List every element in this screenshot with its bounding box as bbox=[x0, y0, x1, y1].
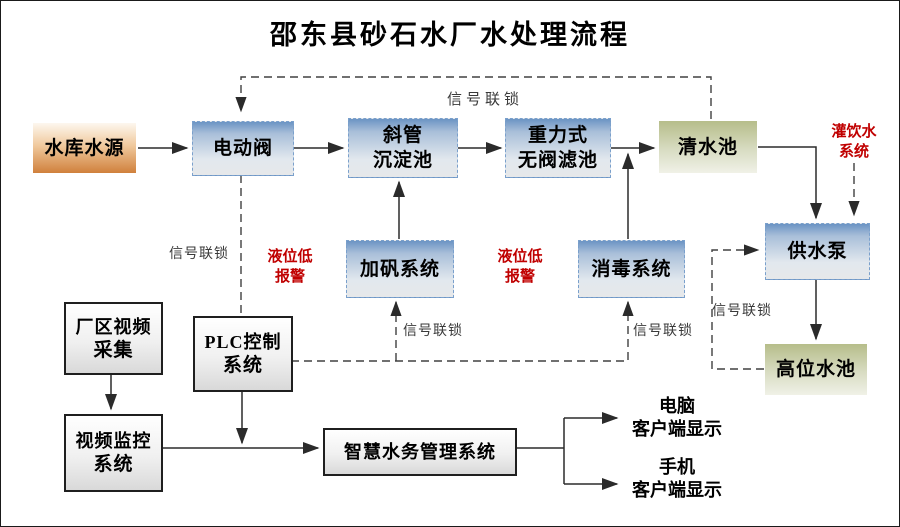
label-signal-interlock-pump: 信号联锁 bbox=[712, 304, 772, 319]
label-mobile-client-line2: 客户端显示 bbox=[632, 480, 722, 500]
node-alum-dosing-system: 加矾系统 bbox=[346, 240, 454, 298]
label-low-level-alarm-alum: 液位低 报警 bbox=[259, 247, 321, 287]
label-irrigation-line2: 系统 bbox=[838, 144, 869, 160]
label-pc-client-line2: 客户端显示 bbox=[632, 419, 722, 439]
label-irrigation-line1: 灌饮水 bbox=[831, 124, 877, 140]
node-video-monitoring-system: 视频监控 系统 bbox=[64, 414, 163, 492]
solid-flow-arrows bbox=[105, 142, 822, 490]
node-reservoir: 水库水源 bbox=[33, 123, 136, 173]
node-plant-video-capture-line1: 厂区视频 bbox=[75, 316, 152, 337]
node-plc-line2: 系统 bbox=[222, 355, 263, 376]
label-low-level-alarm-disinfect-line2: 报警 bbox=[504, 269, 535, 285]
node-reservoir-label: 水库水源 bbox=[44, 137, 125, 159]
label-signal-interlock-alum: 信号联锁 bbox=[403, 324, 463, 339]
label-mobile-client-display: 手机 客户端显示 bbox=[607, 456, 747, 502]
label-signal-interlock-disinfect: 信号联锁 bbox=[633, 324, 693, 339]
node-supply-pump: 供水泵 bbox=[765, 223, 870, 280]
label-signal-interlock-valve-plc: 信号联锁 bbox=[169, 247, 229, 262]
node-elevated-water-tank-label: 高位水池 bbox=[775, 359, 856, 380]
node-smart-water-management-system: 智慧水务管理系统 bbox=[323, 428, 517, 476]
label-irrigation-drinking-water-system: 灌饮水 系统 bbox=[818, 122, 890, 162]
node-disinfection-system: 消毒系统 bbox=[578, 240, 685, 298]
label-pc-client-display: 电脑 客户端显示 bbox=[607, 395, 747, 441]
node-sedimentation-line2: 沉淀池 bbox=[372, 150, 433, 171]
node-video-monitoring-line1: 视频监控 bbox=[75, 431, 152, 451]
label-pc-client-line1: 电脑 bbox=[659, 396, 695, 416]
node-video-monitoring-line2: 系统 bbox=[93, 454, 134, 475]
label-low-level-alarm-disinfect: 液位低 报警 bbox=[489, 247, 551, 287]
node-gravity-filter-line2: 无阀滤池 bbox=[517, 150, 598, 171]
node-plc-control-system: PLC控制 系统 bbox=[193, 316, 293, 392]
label-low-level-alarm-disinfect-line1: 液位低 bbox=[497, 249, 543, 265]
label-mobile-client-line1: 手机 bbox=[659, 457, 695, 477]
node-plc-line1: PLC控制 bbox=[204, 332, 282, 352]
node-electric-valve: 电动阀 bbox=[192, 121, 294, 176]
node-clear-water-tank-label: 清水池 bbox=[677, 136, 738, 158]
signal-interlock-dashed-lines bbox=[235, 76, 860, 370]
node-plant-video-capture-line2: 采集 bbox=[93, 339, 134, 361]
node-sedimentation-tank: 斜管 沉淀池 bbox=[348, 118, 458, 178]
node-plant-video-capture: 厂区视频 采集 bbox=[64, 302, 163, 375]
diagram-title: 邵东县砂石水厂水处理流程 bbox=[270, 20, 630, 50]
node-gravity-filter: 重力式 无阀滤池 bbox=[505, 118, 611, 178]
label-signal-interlock-top: 信号联锁 bbox=[447, 92, 524, 108]
label-low-level-alarm-alum-line2: 报警 bbox=[274, 269, 305, 285]
node-disinfection-label: 消毒系统 bbox=[591, 258, 672, 280]
node-sedimentation-line1: 斜管 bbox=[382, 125, 423, 146]
label-low-level-alarm-alum-line1: 液位低 bbox=[267, 249, 313, 265]
node-gravity-filter-line1: 重力式 bbox=[527, 125, 588, 146]
node-clear-water-tank: 清水池 bbox=[659, 121, 757, 173]
node-alum-dosing-label: 加矾系统 bbox=[359, 258, 440, 280]
node-elevated-water-tank: 高位水池 bbox=[765, 344, 867, 395]
node-supply-pump-label: 供水泵 bbox=[787, 241, 848, 262]
node-electric-valve-label: 电动阀 bbox=[212, 138, 273, 159]
node-smart-water-label: 智慧水务管理系统 bbox=[344, 442, 496, 462]
